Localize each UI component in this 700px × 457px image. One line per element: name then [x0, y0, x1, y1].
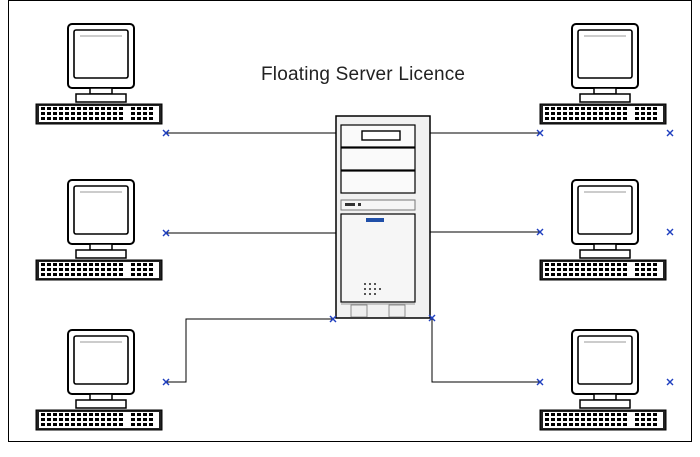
workstation-bottom-right [539, 329, 667, 431]
workstation-middle-left [35, 179, 163, 281]
workstation-middle-right [539, 179, 667, 281]
diagram-title: Floating Server Licence [261, 64, 466, 85]
connector-x-icon [666, 378, 674, 386]
link-bottom-left [165, 318, 333, 383]
workstation-bottom-left [35, 329, 163, 431]
connector-x-icon [666, 228, 674, 236]
link-bottom-right [431, 318, 540, 383]
workstation-top-left [35, 23, 163, 125]
connector-x-icon [666, 129, 674, 137]
server-tower [335, 115, 431, 319]
workstation-top-right [539, 23, 667, 125]
connection-lines [165, 132, 540, 383]
